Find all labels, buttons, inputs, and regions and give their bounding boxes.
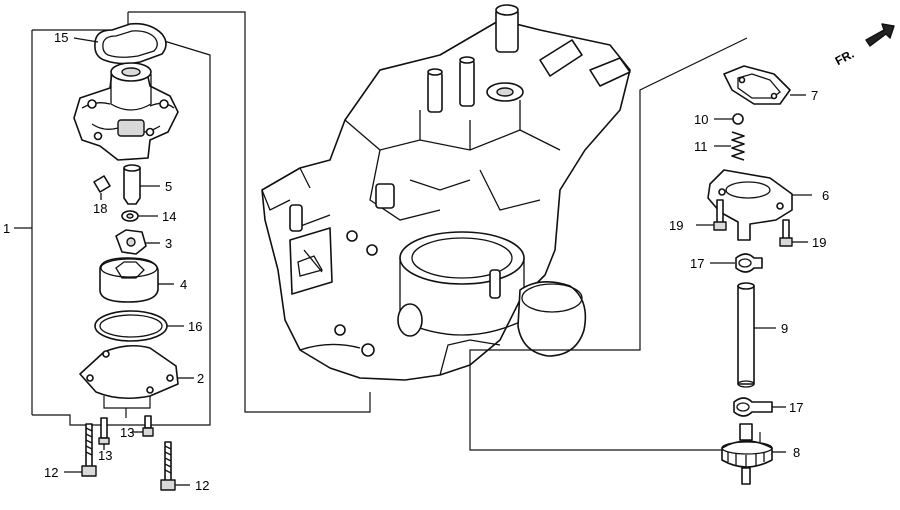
part-drive-shaft — [123, 167, 141, 205]
callout-7: 7 — [811, 88, 818, 103]
part-check-ball — [732, 113, 744, 125]
part-bolt-13b — [144, 415, 152, 429]
callout-19a: 19 — [669, 218, 683, 233]
callout-17b: 17 — [789, 400, 803, 415]
arrow-right-icon — [865, 23, 895, 47]
callout-6: 6 — [822, 188, 829, 203]
part-oil-strainer — [721, 423, 773, 485]
callout-2: 2 — [197, 371, 204, 386]
callout-8: 8 — [793, 445, 800, 460]
part-clamp-lower — [733, 397, 773, 417]
callout-9: 9 — [781, 321, 788, 336]
part-outer-rotor — [99, 257, 159, 303]
part-pump-cover — [79, 344, 179, 400]
front-direction-marker: FR. — [833, 23, 895, 68]
callout-10: 10 — [694, 112, 708, 127]
part-hose — [737, 285, 755, 385]
callout-18: 18 — [93, 201, 107, 216]
callout-17a: 17 — [690, 256, 704, 271]
callout-13a: 13 — [98, 448, 112, 463]
part-pin — [93, 175, 111, 193]
direction-label: FR. — [833, 47, 857, 68]
callout-4: 4 — [180, 277, 187, 292]
leader-15 — [73, 37, 99, 43]
callout-14: 14 — [162, 209, 176, 224]
callout-16: 16 — [188, 319, 202, 334]
callout-15: 15 — [54, 30, 68, 45]
callout-12a: 12 — [44, 465, 58, 480]
callout-13b: 13 — [120, 425, 134, 440]
callout-3: 3 — [165, 236, 172, 251]
part-spring — [731, 131, 745, 161]
part-clamp-upper — [735, 253, 763, 273]
callout-12b: 12 — [195, 478, 209, 493]
part-cylinder-block — [261, 4, 631, 381]
callout-5: 5 — [165, 179, 172, 194]
connector-left — [128, 11, 371, 413]
callout-1: 1 — [3, 221, 10, 236]
part-bolt-13a — [100, 417, 108, 439]
callout-19b: 19 — [812, 235, 826, 250]
callout-11: 11 — [694, 139, 708, 154]
